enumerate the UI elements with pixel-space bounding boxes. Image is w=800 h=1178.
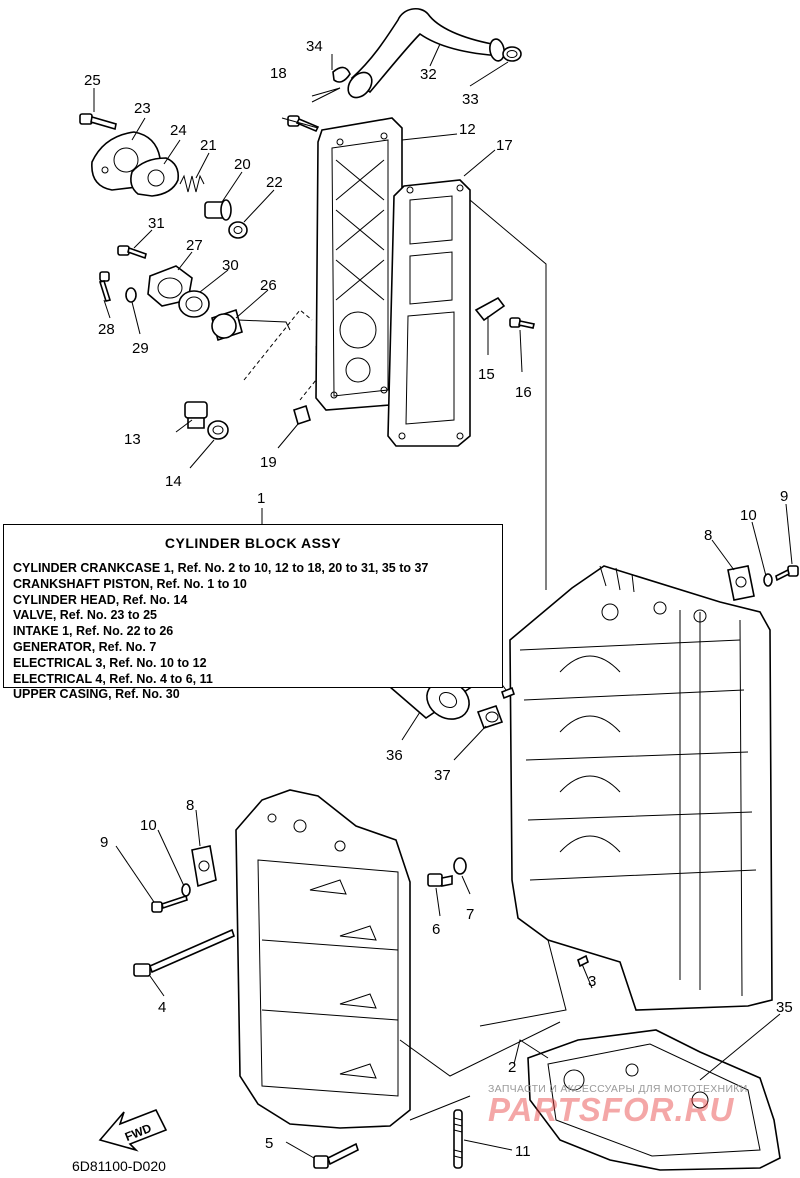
assembly-line: ELECTRICAL 4, Ref. No. 4 to 6, 11 <box>13 671 213 686</box>
callout-24: 24 <box>170 122 187 139</box>
assembly-reference-box: CYLINDER BLOCK ASSY CYLINDER CRANKCASE 1… <box>3 524 503 701</box>
assembly-line: CRANKSHAFT PISTON, Ref. No. 1 to 10 <box>13 576 247 591</box>
callout-18: 18 <box>270 65 287 82</box>
assembly-title: CYLINDER BLOCK ASSY <box>164 535 342 551</box>
bolt-25 <box>79 113 117 131</box>
plug-13 <box>184 401 208 429</box>
callout-36: 36 <box>386 747 403 764</box>
callout-6: 6 <box>432 921 440 938</box>
assembly-line: ELECTRICAL 3, Ref. No. 10 to 12 <box>13 655 207 670</box>
callout-9: 9 <box>780 488 788 505</box>
valve-20 <box>204 199 232 221</box>
callout-13: 13 <box>124 431 141 448</box>
callout-32: 32 <box>420 66 437 83</box>
seal-30 <box>178 290 210 318</box>
grommet-22 <box>228 221 248 239</box>
bolt-6 <box>427 873 453 887</box>
gasket-35 <box>527 1029 781 1171</box>
callout-15: 15 <box>478 366 495 383</box>
callout-17: 17 <box>496 137 513 154</box>
washer-10-left <box>181 883 191 897</box>
cylinder-block <box>235 789 411 1129</box>
assembly-line: INTAKE 1, Ref. No. 22 to 26 <box>13 624 174 639</box>
callout-14: 14 <box>165 473 182 490</box>
callout-9: 9 <box>100 834 108 851</box>
watermark: ЗАПЧАСТИ И АКСЕССУАРЫ ДЛЯ МОТОТЕХНИКИ PA… <box>488 1083 788 1129</box>
callout-23: 23 <box>134 100 151 117</box>
bolt-9-left <box>151 894 188 913</box>
callout-3: 3 <box>588 973 596 990</box>
clamp-34 <box>332 66 351 83</box>
assembly-line: CYLINDER CRANKCASE 1, Ref. No. 2 to 10, … <box>13 561 429 575</box>
callout-33: 33 <box>462 91 479 108</box>
callout-25: 25 <box>84 72 101 89</box>
callout-19: 19 <box>260 454 277 471</box>
bracket-15 <box>474 296 506 322</box>
callout-8: 8 <box>186 797 194 814</box>
callout-31: 31 <box>148 215 165 232</box>
callout-1: 1 <box>257 490 265 507</box>
watermark-tagline: ЗАПЧАСТИ И АКСЕССУАРЫ ДЛЯ МОТОТЕХНИКИ <box>488 1083 748 1095</box>
callout-10: 10 <box>140 817 157 834</box>
bracket-8-left <box>191 845 217 888</box>
callout-11: 11 <box>515 1143 531 1160</box>
bolt-9-right <box>775 565 799 582</box>
washer-7 <box>453 857 467 875</box>
leader-lines <box>93 43 793 1159</box>
stud-bolt-11 <box>453 1109 463 1169</box>
washer-10-right <box>763 573 773 587</box>
callout-34: 34 <box>306 38 323 55</box>
clamp-33 <box>502 46 522 62</box>
assembly-reference-list: CYLINDER CRANKCASE 1, Ref. No. 2 to 10, … <box>13 561 428 703</box>
bolt-5 <box>313 1142 359 1169</box>
clip-19 <box>293 404 311 426</box>
assembly-line: GENERATOR, Ref. No. 7 <box>13 639 157 654</box>
washer-29 <box>125 287 137 303</box>
dowel-pin-3-bottom <box>577 954 589 968</box>
callout-8: 8 <box>704 527 712 544</box>
gasket-17 <box>387 179 471 447</box>
callout-27: 27 <box>186 237 203 254</box>
callout-30: 30 <box>222 257 239 274</box>
bracket-8-right <box>727 565 755 601</box>
sleeve-26 <box>211 308 243 342</box>
callout-22: 22 <box>266 174 283 191</box>
crankcase-block <box>509 565 773 1011</box>
gasket-24 <box>130 157 180 197</box>
assembly-line: VALVE, Ref. No. 23 to 25 <box>13 608 158 623</box>
callout-37: 37 <box>434 767 451 784</box>
assembly-line: CYLINDER HEAD, Ref. No. 14 <box>13 592 188 607</box>
callout-10: 10 <box>740 507 757 524</box>
callout-28: 28 <box>98 321 115 338</box>
callout-12: 12 <box>459 121 476 138</box>
callout-21: 21 <box>200 137 217 154</box>
dowel-pin-3-top <box>501 686 515 700</box>
callout-2: 2 <box>508 1059 516 1076</box>
watermark-logo: PARTSFOR.RU <box>488 1091 735 1128</box>
fitting-37 <box>476 704 504 730</box>
bolt-28 <box>98 271 112 302</box>
assembly-line: UPPER CASING, Ref. No. 30 <box>13 687 180 702</box>
bolt-31 <box>117 245 147 260</box>
callout-5: 5 <box>265 1135 273 1152</box>
bolt-4 <box>133 928 235 977</box>
callout-26: 26 <box>260 277 277 294</box>
gasket-14 <box>207 420 229 440</box>
diagram-code: 6D81100-D020 <box>72 1158 166 1174</box>
fwd-arrow-icon: FWD <box>98 1108 168 1152</box>
callout-16: 16 <box>515 384 532 401</box>
hose-32 <box>347 7 505 99</box>
callout-7: 7 <box>466 906 474 923</box>
spring-21 <box>179 174 205 193</box>
callout-29: 29 <box>132 340 149 357</box>
callout-numbers: 1 2 2 3 3 4 5 6 7 8 8 9 9 10 10 11 12 13… <box>84 38 793 1160</box>
callout-20: 20 <box>234 156 251 173</box>
bolt-16 <box>509 317 535 329</box>
callout-35: 35 <box>776 999 793 1016</box>
callout-4: 4 <box>158 999 166 1016</box>
